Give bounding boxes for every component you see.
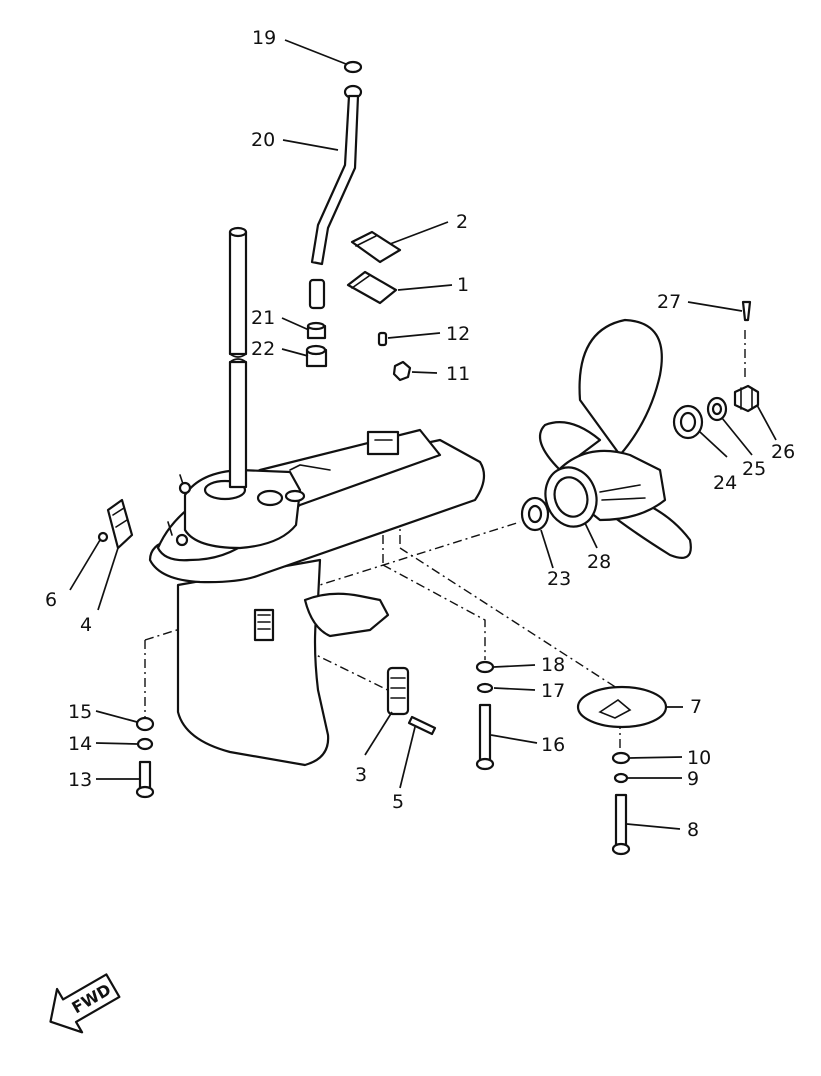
- label-22: 22: [251, 338, 275, 360]
- part-5-bolt: [407, 715, 437, 736]
- part-26-nut: [733, 384, 760, 413]
- label-13: 13: [68, 769, 92, 791]
- drive-shaft: [228, 226, 248, 489]
- label-23: 23: [547, 568, 571, 590]
- label-17: 17: [541, 680, 565, 702]
- part-11-nut: [392, 360, 412, 382]
- lower-casing: [148, 428, 486, 767]
- label-14: 14: [68, 733, 92, 755]
- label-4: 4: [80, 614, 92, 636]
- label-6: 6: [45, 589, 57, 611]
- water-tube-assembly: [305, 60, 363, 368]
- label-27: 27: [657, 291, 681, 313]
- label-5: 5: [392, 791, 404, 813]
- trim-tab: [576, 685, 668, 729]
- prop-hardware: [672, 300, 760, 440]
- part-12-pin: [377, 331, 388, 347]
- label-20: 20: [251, 129, 275, 151]
- label-25: 25: [742, 458, 766, 480]
- part-6-bolt: [97, 531, 109, 543]
- label-7: 7: [690, 696, 702, 718]
- label-19: 19: [252, 27, 276, 49]
- grommets: [346, 230, 402, 305]
- part-27-cotter-pin: [741, 300, 752, 322]
- label-2: 2: [456, 211, 468, 233]
- label-10: 10: [687, 747, 711, 769]
- part-21-collar: [308, 278, 326, 310]
- forward-arrow: FWD: [49, 973, 121, 1034]
- callout-labels: 19 20 2 1 21 22 12 11 27 24 25 26 28 23 …: [45, 27, 795, 841]
- label-11: 11: [446, 363, 470, 385]
- propeller: [538, 318, 692, 559]
- label-3: 3: [355, 764, 367, 786]
- right-fasteners: [611, 751, 631, 856]
- anode-3: [386, 666, 437, 736]
- label-26: 26: [771, 441, 795, 463]
- leader-lines: [69, 39, 777, 830]
- left-fasteners: [135, 716, 155, 799]
- label-8: 8: [687, 819, 699, 841]
- label-18: 18: [541, 654, 565, 676]
- label-24: 24: [713, 472, 737, 494]
- label-21: 21: [251, 307, 275, 329]
- thrust-washer: [520, 496, 550, 532]
- part-20-water-tube: [310, 94, 360, 266]
- label-16: 16: [541, 734, 565, 756]
- part-19-grommet: [343, 60, 363, 74]
- small-fasteners-top: [377, 331, 412, 382]
- part-2-grommet: [350, 230, 402, 264]
- label-28: 28: [587, 551, 611, 573]
- label-1: 1: [457, 274, 469, 296]
- fwd-arrow-icon: [49, 973, 121, 1034]
- label-9: 9: [687, 768, 699, 790]
- center-fasteners: [475, 660, 495, 771]
- label-15: 15: [68, 701, 92, 723]
- anode-4: [97, 498, 134, 550]
- part-1-grommet: [346, 270, 398, 305]
- label-12: 12: [446, 323, 470, 345]
